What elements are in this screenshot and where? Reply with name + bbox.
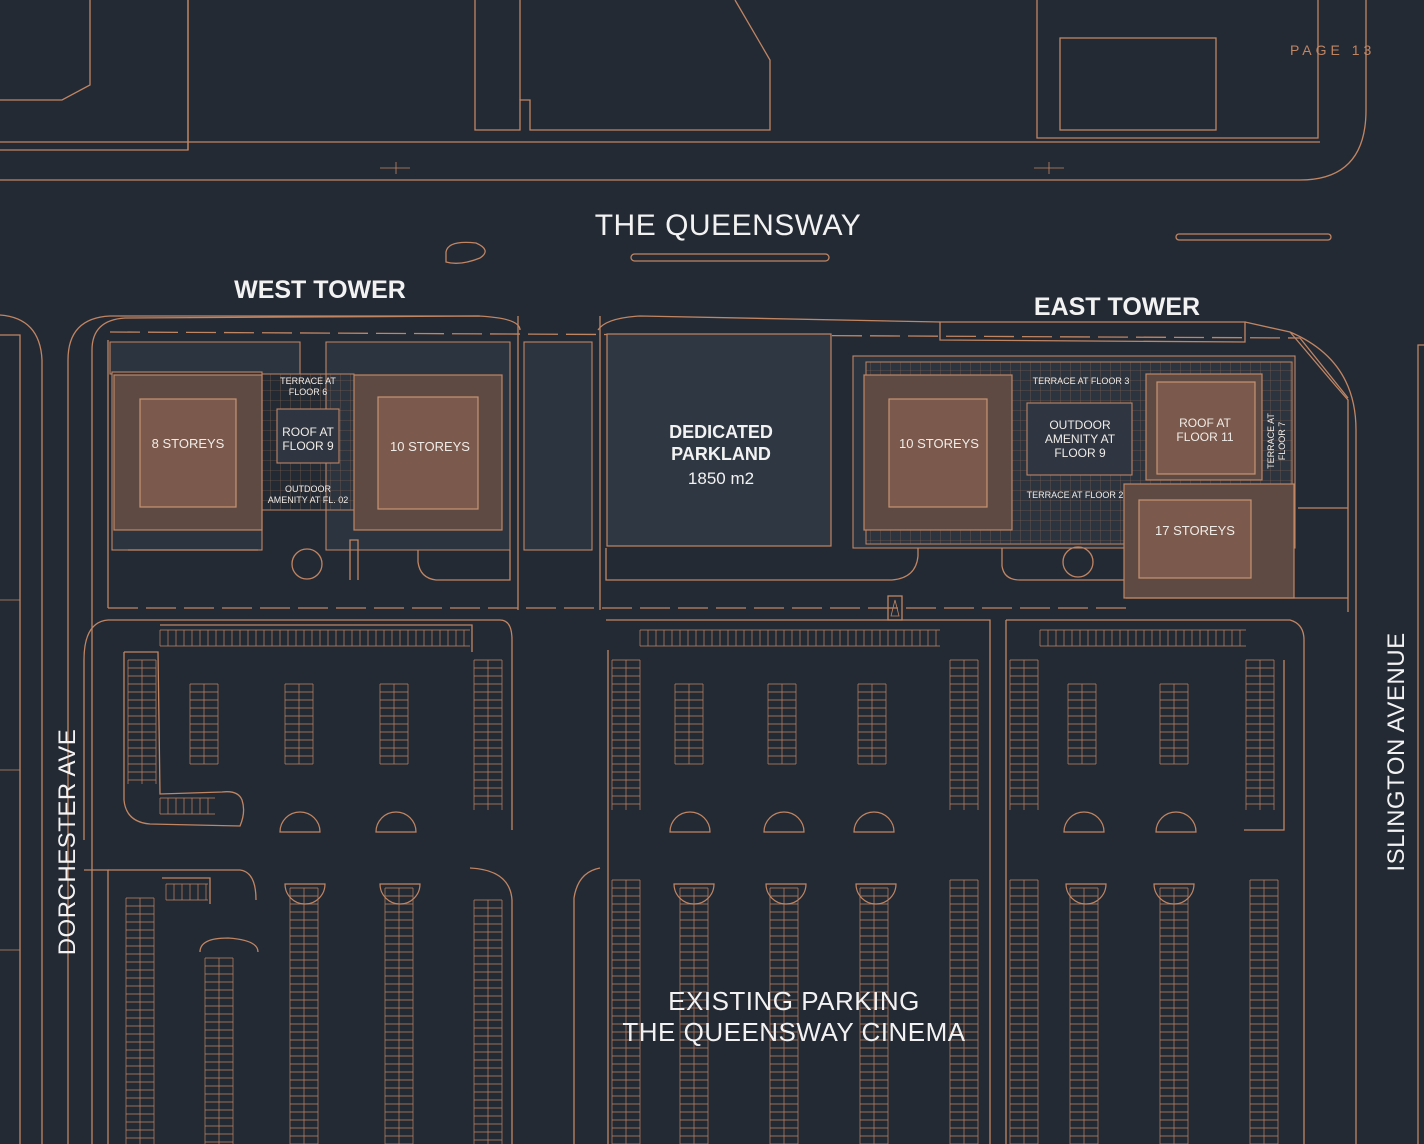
east-tower-title: EAST TOWER [1034,293,1200,321]
site-boundary [91,315,1349,1144]
parking-island-cap [1155,811,1197,833]
parking-island-cap [669,811,711,833]
east-amenity-label-3: FLOOR 9 [1054,446,1106,460]
parking-lots [83,619,1305,1144]
parkland-area: 1850 m2 [688,469,754,488]
parkland-title-2: PARKLAND [671,444,771,464]
parking-island-cap [855,883,897,905]
parking-island-cap [284,883,326,905]
parkland-title-1: DEDICATED [669,422,773,442]
parking-island-cap [379,883,421,905]
street-label-dorchester: DORCHESTER AVE [54,729,81,956]
west-roof-label-1: ROOF AT [282,425,334,439]
map-labels: PAGE 13 THE QUEENSWAY WEST TOWER EAST TO… [54,42,1410,1047]
page-number: PAGE 13 [1290,42,1375,58]
east-block-a-storeys: 10 STOREYS [899,436,979,451]
queensway-road [0,0,1367,264]
parking-island-cap [673,883,715,905]
parking-island-cap [375,811,417,833]
parking-island-cap [763,811,805,833]
east-tower-podium [852,355,1348,599]
west-amenity-label-1: OUTDOOR [285,484,331,494]
east-roof-label-1: ROOF AT [1179,416,1231,430]
parking-island-cap [1065,883,1107,905]
east-amenity-label-2: AMENITY AT [1045,432,1116,446]
west-block-a-storeys: 8 STOREYS [152,436,225,451]
west-block-b-storeys: 10 STOREYS [390,439,470,454]
parking-label-1: EXISTING PARKING [668,986,920,1016]
west-amenity-label-2: AMENITY AT FL. 02 [268,495,349,505]
west-tower-podium [109,341,511,581]
north-context-buildings [0,0,1319,151]
parking-island-cap [1153,883,1195,905]
west-tower-title: WEST TOWER [234,276,406,304]
dorchester-street [0,314,480,1144]
islington-street [1244,321,1424,1144]
parking-island-cap [853,811,895,833]
west-terrace-label-1: TERRACE AT [280,376,336,386]
east-terrace-7-label-2: FLOOR 7 [1277,422,1287,461]
parking-island-cap [279,811,321,833]
east-amenity-label-1: OUTDOOR [1049,418,1111,432]
east-block-b-storeys: 17 STOREYS [1155,523,1235,538]
west-terrace-label-2: FLOOR 6 [289,387,328,397]
parkland [517,316,919,610]
east-terrace-2-label: TERRACE AT FLOOR 2 [1027,490,1124,500]
street-label-queensway: THE QUEENSWAY [595,209,862,242]
east-roof-label-2: FLOOR 11 [1176,430,1233,444]
east-terrace-7-label-1: TERRACE AT [1266,413,1276,469]
parking-island-cap [765,883,807,905]
east-terrace-3-label: TERRACE AT FLOOR 3 [1033,376,1130,386]
parking-island-cap [1063,811,1105,833]
west-roof-label-2: FLOOR 9 [282,439,334,453]
street-label-islington: ISLINGTON AVENUE [1383,632,1410,871]
parking-label-2: THE QUEENSWAY CINEMA [622,1017,965,1047]
